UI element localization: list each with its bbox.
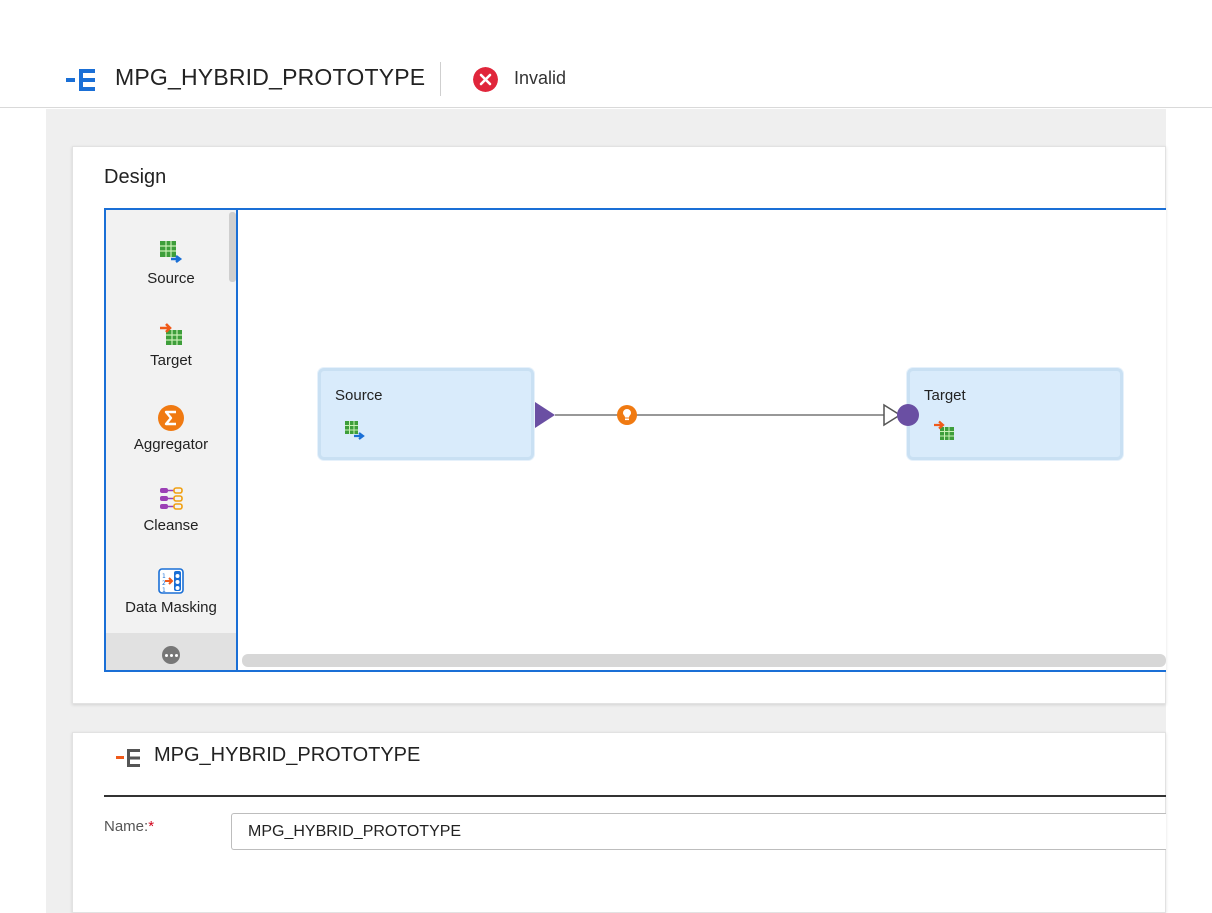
source-table-icon: [345, 421, 365, 440]
header-bar: MPG_HYBRID_PROTOTYPE Invalid: [0, 0, 1212, 108]
palette-scrollbar[interactable]: [229, 212, 236, 282]
cleanse-icon: [160, 487, 183, 510]
source-table-icon: [160, 241, 183, 263]
properties-divider: [104, 795, 1166, 797]
palette-item-data-masking[interactable]: 1 2 1 Data Masking: [106, 567, 236, 616]
right-gutter: [1166, 108, 1212, 913]
required-marker: *: [148, 818, 155, 835]
svg-text:2: 2: [162, 580, 166, 587]
palette-item-cleanse[interactable]: Cleanse: [106, 485, 236, 534]
properties-title: MPG_HYBRID_PROTOTYPE: [154, 744, 421, 766]
node-label: Target: [924, 387, 966, 404]
palette-item-label: Cleanse: [143, 517, 199, 534]
target-table-icon: [160, 323, 182, 345]
page-title: MPG_HYBRID_PROTOTYPE: [115, 64, 426, 90]
status-label[interactable]: Invalid: [514, 68, 567, 88]
svg-text:1: 1: [162, 587, 166, 594]
header-divider: [440, 62, 441, 96]
more-icon[interactable]: [162, 646, 180, 664]
palette-item-label: Data Masking: [125, 599, 217, 616]
palette-item-source[interactable]: Source: [106, 238, 236, 287]
palette-item-target[interactable]: Target: [106, 320, 236, 369]
design-title: Design: [104, 166, 167, 188]
palette-item-label: Source: [147, 270, 195, 287]
error-icon: [473, 67, 498, 92]
svg-text:1: 1: [162, 573, 166, 580]
data-masking-icon: 1 2 1: [158, 568, 184, 594]
name-label: Name:*: [104, 818, 154, 835]
mapping-icon: [116, 749, 140, 767]
node-label: Source: [335, 387, 383, 404]
target-table-icon: [934, 420, 954, 440]
sigma-icon: [158, 405, 184, 431]
source-node[interactable]: Source: [318, 368, 534, 460]
palette-item-aggregator[interactable]: Aggregator: [106, 404, 236, 453]
name-label-text: Name:: [104, 818, 149, 835]
mapping-icon: [66, 69, 95, 91]
name-field[interactable]: [231, 813, 1166, 850]
palette-item-label: Aggregator: [133, 436, 209, 453]
palette-item-label: Target: [150, 352, 192, 369]
canvas-horizontal-scrollbar[interactable]: [242, 654, 1166, 667]
target-node[interactable]: Target: [907, 368, 1123, 460]
